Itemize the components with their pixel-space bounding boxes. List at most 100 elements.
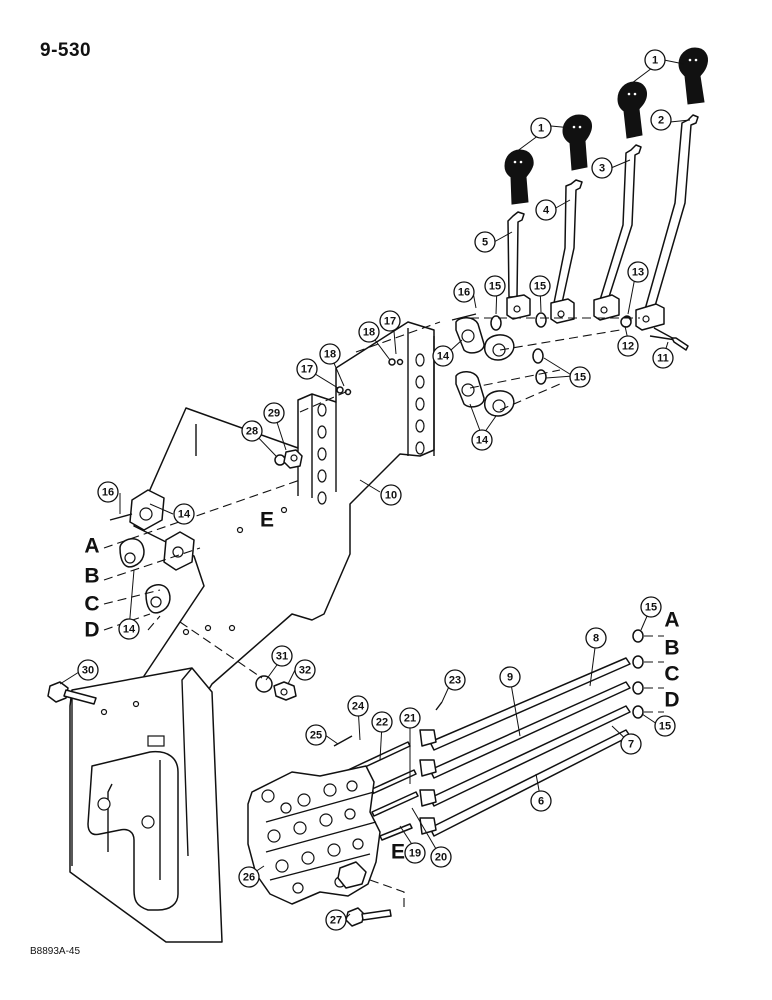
callout-number: 19 [409, 848, 421, 860]
callout-8: 8 [585, 627, 607, 649]
bolt-16 [451, 313, 477, 321]
callout-15: 15 [569, 366, 591, 388]
callout-number: 6 [538, 796, 544, 808]
callout-14: 14 [432, 345, 454, 367]
callout-2: 2 [650, 109, 672, 131]
bolt-19 [379, 823, 413, 841]
letter-b-left: B [84, 565, 99, 588]
machine-frame [47, 667, 223, 943]
callout-23: 23 [444, 669, 466, 691]
callout-number: 23 [449, 675, 461, 687]
lever-2 [643, 114, 699, 314]
callout-13: 13 [627, 261, 649, 283]
valve-port [337, 861, 367, 889]
callout-number: 18 [324, 349, 336, 361]
page-number: 9-530 [40, 40, 92, 61]
callout-19: 19 [404, 842, 426, 864]
knob-icon [562, 114, 592, 171]
washer-31 [255, 675, 273, 693]
letter-c-left: C [84, 593, 99, 616]
callout-number: 10 [385, 490, 397, 502]
callout-1: 1 [530, 117, 552, 139]
letter-c-right: C [664, 663, 679, 686]
letter-e-plate: E [260, 509, 274, 532]
callout-18: 18 [319, 343, 341, 365]
callout-26: 26 [238, 866, 260, 888]
callout-number: 16 [458, 287, 470, 299]
callout-21: 21 [399, 707, 421, 729]
callout-24: 24 [347, 695, 369, 717]
bolt-30 [63, 689, 97, 705]
callout-14: 14 [118, 618, 140, 640]
callout-10: 10 [380, 484, 402, 506]
letter-b-right: B [664, 637, 679, 660]
left-pivot-brackets [103, 479, 301, 631]
callout-7: 7 [620, 733, 642, 755]
clip-15 [632, 629, 644, 643]
letter-a-right: A [664, 609, 679, 632]
callout-28: 28 [241, 420, 263, 442]
callout-16: 16 [453, 281, 475, 303]
callout-number: 11 [657, 353, 669, 365]
callout-20: 20 [430, 846, 452, 868]
callout-32: 32 [294, 659, 316, 681]
callout-number: 20 [435, 852, 447, 864]
knob-icon [504, 149, 534, 205]
clip-15 [632, 655, 644, 669]
callout-15: 15 [654, 715, 676, 737]
rod-8 [429, 681, 631, 779]
callout-25: 25 [305, 724, 327, 746]
callout-15: 15 [484, 275, 506, 297]
callout-number: 8 [593, 633, 599, 645]
callout-5: 5 [474, 231, 496, 253]
callout-number: 31 [276, 651, 288, 663]
callout-number: 27 [330, 915, 342, 927]
callout-number: 15 [534, 281, 546, 293]
callout-number: 15 [574, 372, 586, 384]
callout-17: 17 [296, 358, 318, 380]
callout-16: 16 [97, 481, 119, 503]
callout-15: 15 [640, 596, 662, 618]
lever-3 [599, 144, 642, 301]
letter-d-right: D [664, 689, 679, 712]
control-rods [419, 629, 664, 837]
control-levers [506, 114, 699, 351]
callout-31: 31 [271, 645, 293, 667]
callout-number: 17 [301, 364, 313, 376]
callout-number: 12 [622, 341, 634, 353]
callout-number: 13 [632, 267, 644, 279]
callout-number: 4 [543, 205, 550, 217]
callout-number: 16 [102, 487, 114, 499]
callout-3: 3 [591, 157, 613, 179]
lever-4 [553, 179, 583, 304]
seal-15 [535, 369, 547, 385]
callout-number: 15 [659, 721, 671, 733]
callout-number: 14 [123, 624, 136, 636]
knob-icon [617, 81, 647, 139]
callout-number: 5 [482, 237, 488, 249]
bolt-27 [361, 909, 392, 921]
plate-10 [133, 321, 435, 731]
callout-14: 14 [471, 429, 493, 451]
callout-27: 27 [325, 909, 347, 931]
callout-number: 26 [243, 872, 255, 884]
callout-number: 1 [538, 123, 544, 135]
callout-number: 21 [404, 713, 416, 725]
letter-a-left: A [84, 535, 99, 558]
reference-code: B8893A-45 [30, 946, 81, 957]
callout-29: 29 [263, 402, 285, 424]
lever-2-hub [635, 303, 665, 331]
callout-22: 22 [371, 711, 393, 733]
pin-25 [333, 735, 353, 747]
lever-5 [507, 211, 525, 298]
rod-9 [429, 657, 631, 751]
rod-6 [429, 729, 631, 837]
callout-number: 28 [246, 426, 258, 438]
callout-number: 7 [628, 739, 634, 751]
callout-number: 14 [476, 435, 489, 447]
control-valve [247, 735, 419, 927]
callout-14: 14 [173, 503, 195, 525]
bolt-27-head [345, 907, 365, 927]
